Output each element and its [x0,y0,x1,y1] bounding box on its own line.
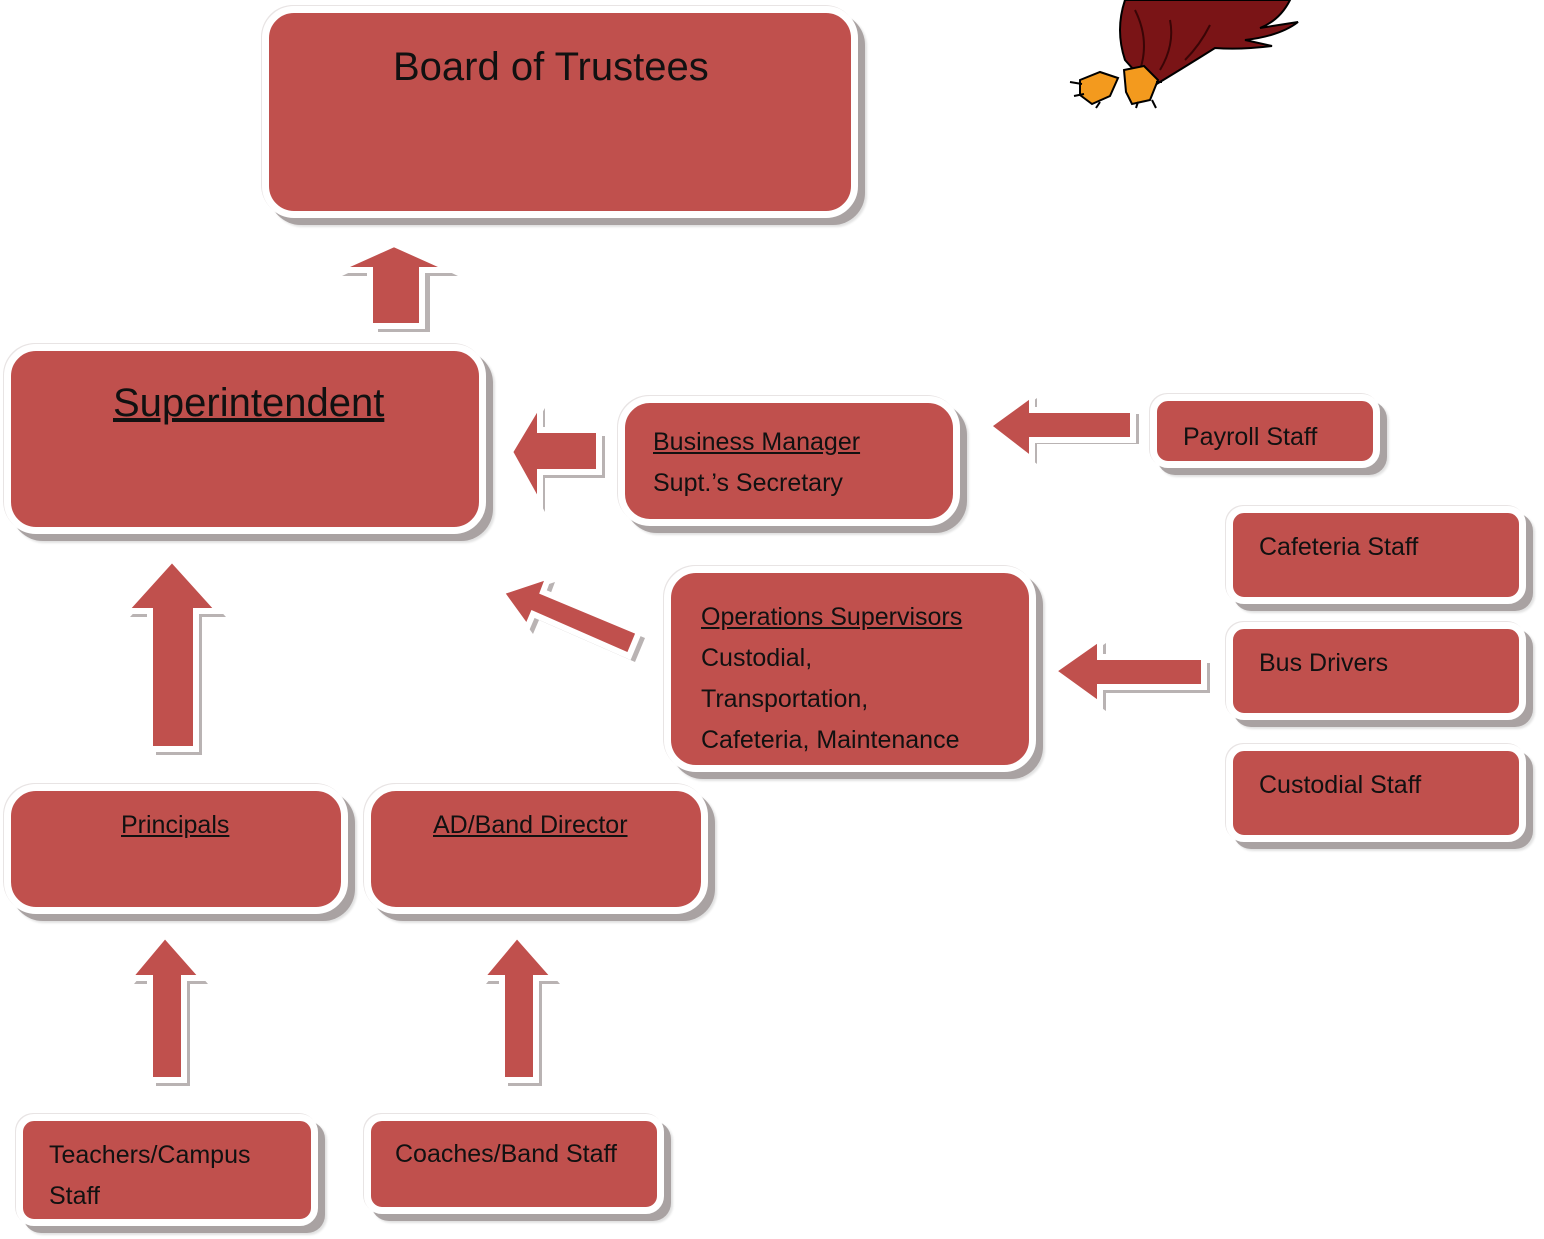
business-manager-box: Business Manager Supt.’s Secretary [618,396,960,526]
supt-secretary-label: Supt.’s Secretary [653,469,843,497]
ad-band-director-box: AD/Band Director [364,784,708,914]
board-of-trustees-title: Board of Trustees [393,45,709,89]
coaches-band-staff-box: Coaches/Band Staff [364,1114,664,1214]
operations-line-1: Custodial, [701,644,813,672]
arrow-up-coaches-to-ad [474,930,562,1086]
coaches-band-staff-label: Coaches/Band Staff [395,1140,617,1168]
board-of-trustees-box: Board of Trustees [262,6,858,218]
arrow-diagonal-operations-to-superintendent [496,571,645,662]
arrow-up-teachers-to-principals [122,930,210,1086]
payroll-staff-label: Payroll Staff [1183,423,1318,451]
custodial-staff-label: Custodial Staff [1259,771,1422,799]
arrow-left-payroll-to-business [982,388,1139,467]
payroll-staff-box: Payroll Staff [1150,394,1380,468]
bus-drivers-label: Bus Drivers [1259,649,1389,677]
principals-label: Principals [121,811,230,839]
arrow-left-staff-to-operations [1047,632,1210,711]
operations-line-2: Transportation, [701,685,869,713]
arrow-up-principals-to-superintendent [118,554,226,755]
bus-drivers-box: Bus Drivers [1226,622,1526,720]
superintendent-box: Superintendent [4,344,486,534]
teachers-line-1: Teachers/Campus [49,1141,251,1169]
business-manager-label: Business Manager [653,428,861,456]
teachers-line-2: Staff [49,1182,100,1210]
arrow-up-to-board [334,240,458,332]
cafeteria-staff-box: Cafeteria Staff [1226,506,1526,604]
superintendent-title: Superintendent [113,381,385,425]
arrow-left-business-to-superintendent [506,391,605,518]
ad-band-director-label: AD/Band Director [433,811,628,839]
operations-line-3: Cafeteria, Maintenance [701,726,960,754]
eagle-mascot-icon [1069,0,1299,109]
operations-supervisors-label: Operations Supervisors [701,603,963,631]
cafeteria-staff-label: Cafeteria Staff [1259,533,1419,561]
custodial-staff-box: Custodial Staff [1226,744,1526,842]
teachers-campus-staff-box: Teachers/Campus Staff [16,1114,318,1226]
operations-supervisors-box: Operations Supervisors Custodial, Transp… [664,566,1036,772]
principals-box: Principals [4,784,348,914]
